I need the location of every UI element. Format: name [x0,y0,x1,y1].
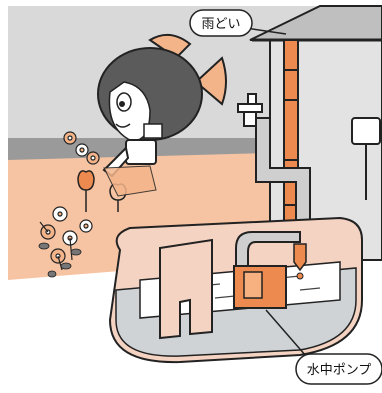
submersible-pump-callout: 水中ポンプ [265,309,382,385]
submersible-pump-icon [233,231,307,309]
flower-icon [38,131,100,278]
outlet-box-icon [351,117,381,200]
faucet-icon [237,93,311,251]
submersible-pump-label: 水中ポンプ [307,363,372,378]
rain-gutter-label: 雨どい [201,17,240,32]
fish-mascot-icon [97,33,227,142]
tank-baffle [159,238,213,340]
rain-gutter-callout: 雨どい [189,9,287,37]
watering-can-icon [102,139,157,197]
